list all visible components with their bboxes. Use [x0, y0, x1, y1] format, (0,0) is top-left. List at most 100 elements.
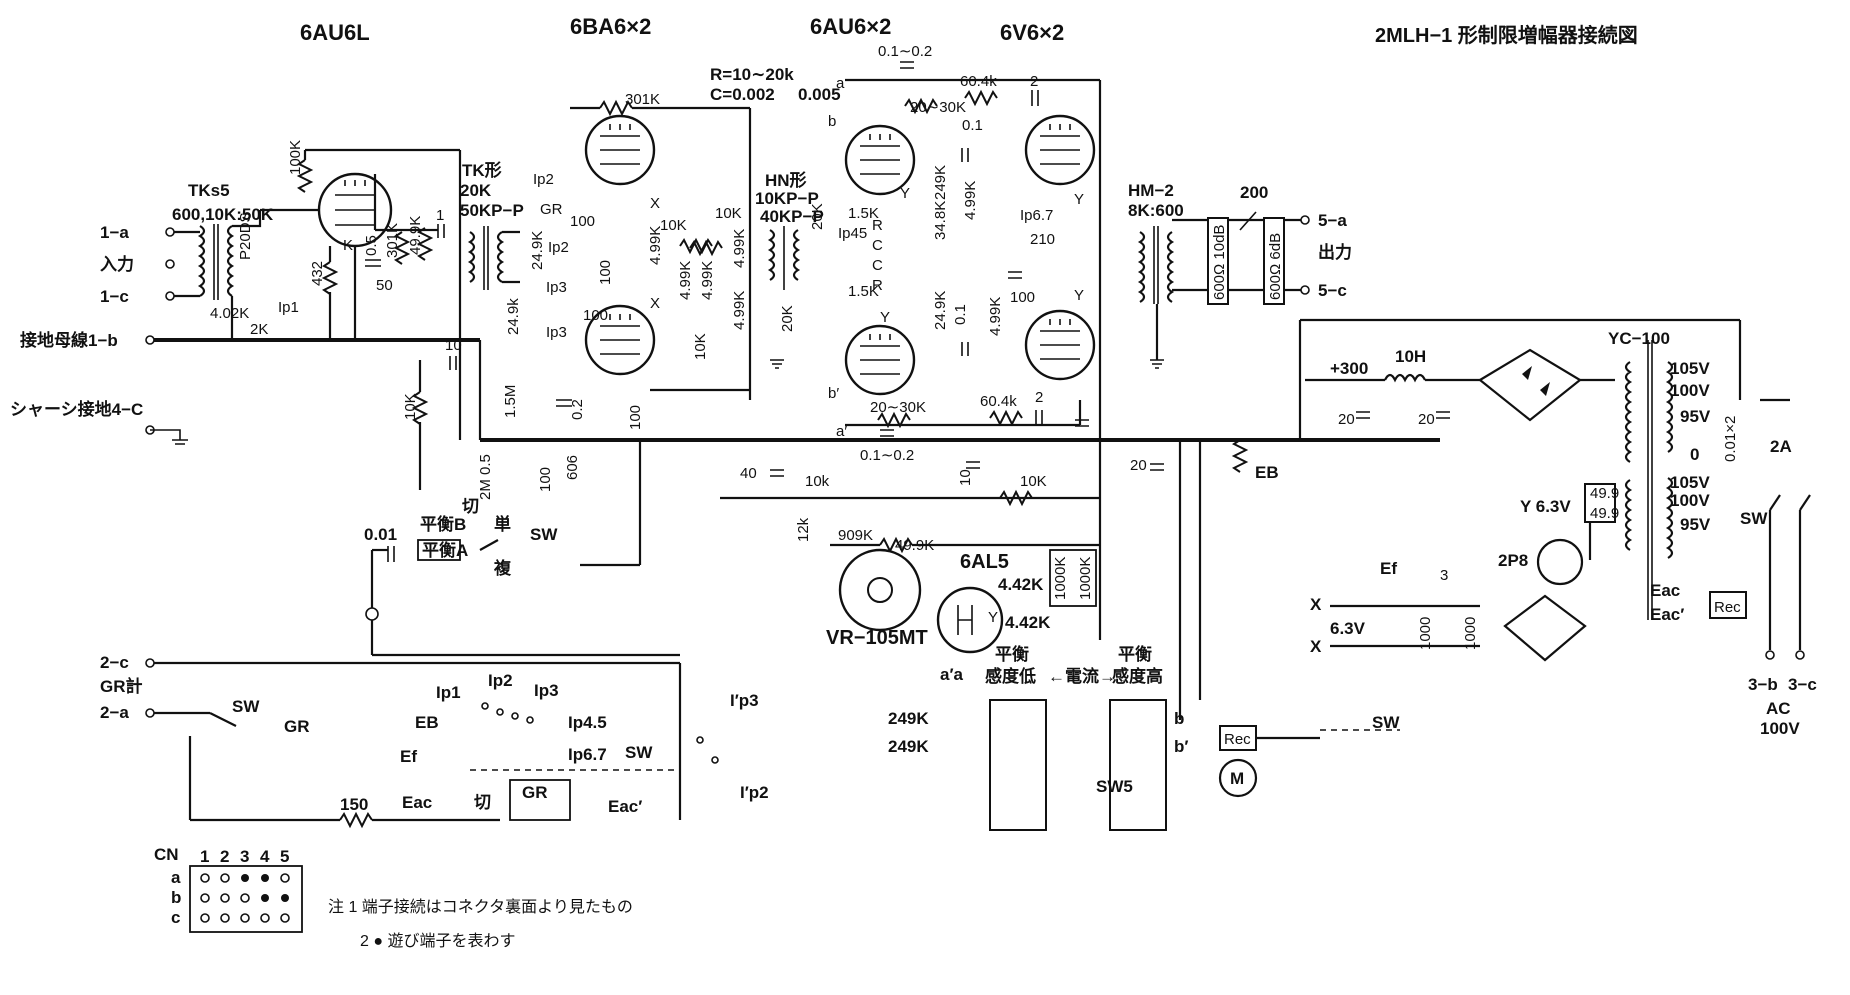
- t2-ohm: 20K: [460, 181, 492, 200]
- tube-6v6-upper-electrodes: [1040, 124, 1080, 165]
- page-title: 2MLH−1 形制限増幅器接続図: [1375, 23, 1638, 47]
- tap-100v-b: 100V: [1670, 491, 1710, 510]
- gr-sw-blade[interactable]: [209, 712, 237, 727]
- ms-contact-6[interactable]: [711, 756, 719, 764]
- r-mark-a: R: [872, 217, 883, 234]
- c-0-1-0-2-top-label: 0.1∼0.2: [878, 43, 932, 60]
- ms-gr: GR: [522, 783, 548, 802]
- r-100k-label: 100K: [287, 140, 304, 175]
- t3-primary: [767, 229, 776, 281]
- pin-a: a: [836, 75, 845, 92]
- terminal-in-mid-dot[interactable]: [165, 259, 175, 269]
- bal-high-2: 感度高: [1112, 666, 1163, 686]
- tap-100v-a: 100V: [1670, 381, 1710, 400]
- terminal-2a: 2−a: [100, 703, 129, 722]
- t1-secondary-coil: [226, 210, 262, 340]
- c-20-b-label: 20: [1338, 411, 1355, 428]
- r-100-d-label: 100: [627, 405, 644, 430]
- r-24-9k-b-label: 24.9K: [529, 231, 546, 270]
- y-mark-6al5: Y: [988, 609, 998, 626]
- ms-contact-3[interactable]: [511, 712, 519, 720]
- label-input: 入力: [100, 254, 134, 274]
- tube-vr105mt-anode: [867, 577, 893, 603]
- pin-a2: a′: [836, 423, 847, 440]
- c-0-2: [556, 399, 572, 407]
- c-2-top-label: 2: [1030, 73, 1038, 90]
- terminal-3c-dot[interactable]: [1795, 650, 1805, 660]
- x-mark-b: X: [650, 295, 660, 312]
- r-4-99k-h-label: 4.99K: [987, 297, 1004, 336]
- r-60-4k-top: [964, 89, 998, 107]
- t3-name: HN形: [765, 170, 807, 190]
- t4-name: HM−2: [1128, 181, 1174, 200]
- r-mark-b: R: [872, 277, 883, 294]
- mode-sw-blade[interactable]: [479, 539, 499, 551]
- terminal-3b-dot[interactable]: [1765, 650, 1775, 660]
- tube-6al5-electrodes: [957, 605, 973, 635]
- terminal-5a-dot[interactable]: [1300, 215, 1310, 225]
- heater-y63: Y 6.3V: [1520, 497, 1571, 516]
- ms-ef: Ef: [400, 747, 417, 766]
- cn-pin: [260, 913, 270, 923]
- rc-c-label: C=0.002: [710, 85, 775, 104]
- ms-contact-5[interactable]: [696, 736, 704, 744]
- main-sw-blade-a[interactable]: [1769, 494, 1781, 511]
- terminal-5c-dot[interactable]: [1300, 285, 1310, 295]
- cn-pin: [220, 913, 230, 923]
- r-49-9k-mid: [879, 536, 913, 554]
- c-40: [770, 469, 784, 477]
- tube-6au6-lower-electrodes: [860, 334, 900, 375]
- c-2-bot-label: 2: [1035, 389, 1043, 406]
- c-0-1-b-label: 0.1: [952, 304, 969, 325]
- gr-sw-label: SW: [232, 697, 260, 716]
- r-4-42k-b-label: 4.42K: [1005, 613, 1051, 632]
- terminal-3b: 3−b: [1748, 675, 1778, 694]
- bal-r1: 249K: [888, 709, 929, 728]
- eb-label: EB: [1255, 463, 1279, 482]
- main-sw-blade-b[interactable]: [1799, 494, 1811, 511]
- rec-box-2-label: Rec: [1224, 731, 1251, 748]
- cn-row-label: b: [171, 888, 181, 907]
- ms-ip67: Ip6.7: [568, 745, 607, 764]
- pad-10db: [1207, 217, 1229, 305]
- ms-contact-1[interactable]: [481, 702, 489, 710]
- bridge-diodes: [1522, 366, 1550, 396]
- t3-secondary: [792, 229, 801, 281]
- r-150-label: 150: [340, 795, 368, 814]
- r-301k-label: 301K: [384, 223, 401, 258]
- c-mark-a: C: [872, 237, 883, 254]
- sw5-right-deck[interactable]: [1109, 699, 1167, 831]
- gr-meter-label: GR計: [100, 676, 143, 696]
- r-1-5k-a-label: 1.5K: [848, 205, 879, 222]
- ac-label: AC: [1766, 699, 1791, 718]
- pin-ip67: Ip6.7: [1020, 207, 1053, 224]
- c-2-bot: [1035, 410, 1043, 426]
- ms-contact-2[interactable]: [496, 708, 504, 716]
- bal-a-box[interactable]: [417, 539, 461, 561]
- cn-pin-spare: [281, 894, 289, 902]
- terminal-2a-dot[interactable]: [145, 708, 155, 718]
- pt-name: YC−100: [1608, 329, 1670, 348]
- jack[interactable]: [365, 607, 379, 621]
- pt-primary-b: [1665, 477, 1674, 559]
- cn-col-label: 1: [200, 847, 209, 866]
- ms-ip1: Ip1: [436, 683, 461, 702]
- r-49-9k: [416, 227, 434, 261]
- terminal-1b-dot[interactable]: [145, 335, 155, 345]
- c-0-01x2-label: 0.01×2: [1722, 416, 1739, 462]
- terminal-1c-dot[interactable]: [165, 291, 175, 301]
- ms-contact-4[interactable]: [526, 716, 534, 724]
- r-10k-a: [411, 391, 429, 425]
- c-0-1-0-2-bot-label: 0.1∼0.2: [860, 447, 914, 464]
- terminal-1a-dot[interactable]: [165, 227, 175, 237]
- ms-eb: EB: [415, 713, 439, 732]
- cn-pin-spare: [261, 874, 269, 882]
- sw5-left-deck[interactable]: [989, 699, 1047, 831]
- terminal-2c-dot[interactable]: [145, 658, 155, 668]
- r-432-label: 432: [309, 261, 326, 286]
- c-1000-a-label: 1000: [1417, 617, 1434, 650]
- tap-95v-a: 95V: [1680, 407, 1711, 426]
- eac2-label: Eac′: [1650, 605, 1684, 624]
- r-34-8k-label: 34.8K: [932, 201, 949, 240]
